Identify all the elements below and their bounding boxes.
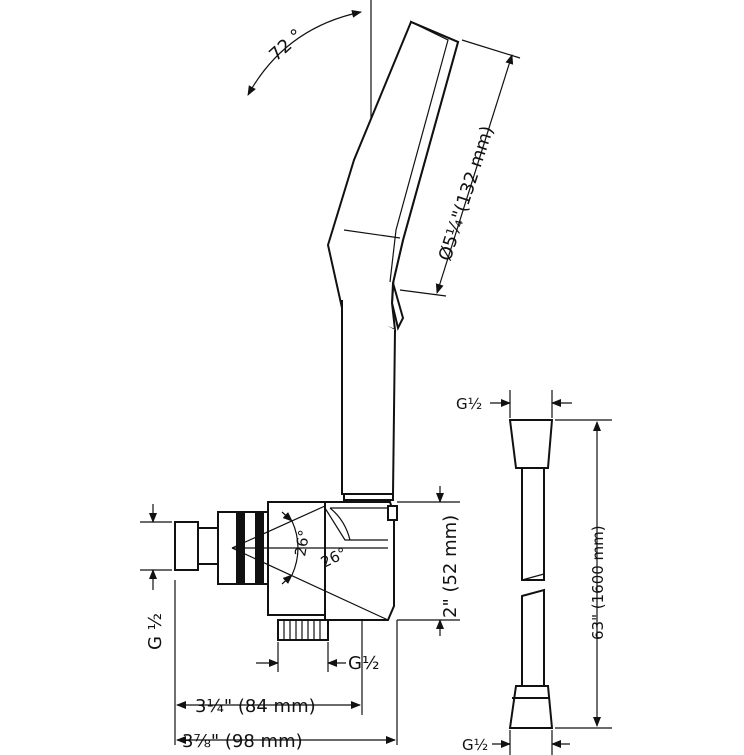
thread-lines	[283, 620, 321, 640]
label-hose-g-bottom: G½	[462, 736, 488, 754]
angle-line-lower	[231, 547, 389, 621]
label-g-half-left: G ½	[145, 613, 166, 650]
shower-head-face-edge	[389, 21, 449, 283]
angle-line-upper	[231, 505, 326, 549]
shower-head-body	[326, 20, 460, 332]
shower-handle	[341, 300, 396, 495]
hose-top-fitting	[508, 419, 554, 469]
angle-72-arc	[247, 9, 362, 96]
hose-upper-section	[521, 467, 545, 581]
hose-break-upper	[521, 573, 545, 581]
label-hose-length: 63" (1600 mm)	[589, 525, 607, 640]
label-height-2in: 2" (52 mm)	[440, 515, 461, 618]
shower-head-section-line	[343, 229, 401, 239]
connector-nut	[174, 521, 199, 571]
diameter-dim-line	[435, 54, 514, 294]
connector-neck	[197, 527, 219, 565]
wall-bracket	[174, 501, 398, 641]
dimensions	[140, 9, 612, 755]
label-hose-g-top: G½	[456, 395, 482, 413]
label-g-half-outlet: G½	[348, 653, 379, 674]
bracket-bevel	[324, 507, 388, 541]
hose-lower-section	[521, 588, 545, 687]
bracket-curve	[329, 507, 351, 541]
hose-bottom-fitting	[508, 685, 554, 729]
handle-collar	[343, 493, 394, 501]
label-angle-72: 72 °	[265, 25, 307, 66]
angle-arrow-top	[281, 511, 293, 522]
bracket-tab	[387, 505, 398, 521]
label-width-3-875: 3⅞" (98 mm)	[182, 731, 303, 752]
label-diameter: Ø5¼"(132 mm)	[435, 123, 498, 263]
label-width-3-25: 3¼" (84 mm)	[195, 696, 316, 717]
shower-hose	[508, 419, 554, 729]
diameter-ext-bottom	[399, 289, 447, 297]
label-angle-26-upper: 26°	[291, 528, 313, 557]
angle-arrow-bottom	[281, 574, 293, 585]
angle-arc	[291, 520, 299, 576]
